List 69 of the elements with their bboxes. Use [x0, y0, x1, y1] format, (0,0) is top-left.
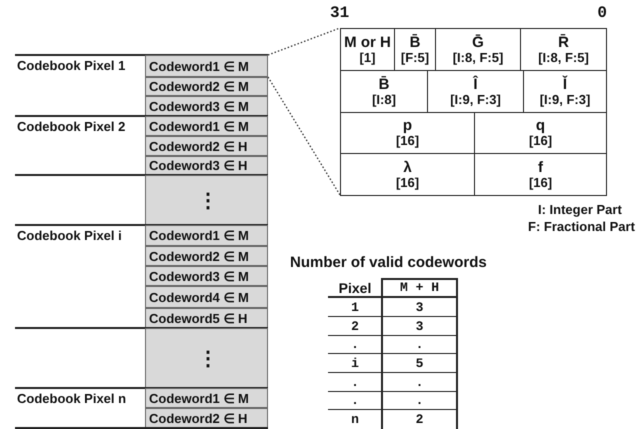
field-name: p: [402, 118, 412, 133]
field-width: [16]: [396, 133, 420, 148]
table-cell-text: 2: [414, 411, 424, 429]
legend-note: F: Fractional Part: [528, 219, 635, 234]
field-name: B̄: [378, 76, 390, 92]
table-cell: Codeword2 ∈ H: [145, 408, 268, 428]
table-title: Number of valid codewords: [290, 254, 487, 271]
field-width: [I:8]: [372, 92, 396, 106]
table-cell: 1: [328, 298, 382, 317]
register-layout-box: [340, 28, 606, 195]
bit-index: 31: [330, 4, 350, 22]
field-name: M or H: [344, 34, 391, 50]
field-name: Î: [473, 76, 478, 92]
field-name: Ḡ: [472, 34, 484, 50]
table-cell: Codeword2 ∈ M: [145, 246, 268, 266]
table-cell: Codeword3 ∈ M: [145, 266, 268, 286]
table-cell: Codeword4 ∈ M: [145, 286, 268, 308]
table-cell: i: [328, 354, 382, 373]
row-label: Codebook Pixel i: [17, 228, 122, 243]
field-name: f: [538, 160, 543, 174]
row-label: Codebook Pixel n: [17, 391, 126, 406]
table-cell: Codeword2 ∈ H: [145, 136, 268, 156]
table-cell: .: [328, 392, 382, 410]
row-label: Codebook Pixel 1: [17, 58, 126, 73]
table-cell-text: n: [350, 411, 360, 429]
table-cell: Codeword3 ∈ M: [145, 96, 268, 116]
column-header: M + H: [383, 278, 456, 298]
bit-field: [520, 28, 607, 71]
table-cell: 3: [383, 298, 456, 317]
table-cell: Codeword1 ∈ M: [145, 225, 268, 246]
table-cell: 2: [328, 317, 382, 336]
ellipsis-mark: ⋮: [145, 175, 268, 225]
table-cell: Codeword1 ∈ M: [145, 55, 268, 77]
bit-field: [474, 153, 607, 196]
field-name: R̄: [558, 34, 569, 50]
table-cell: .: [383, 336, 456, 354]
bit-index: 0: [597, 4, 607, 22]
bit-field: [340, 28, 395, 71]
table-cell: Codeword2 ∈ M: [145, 77, 268, 96]
row-label: Codebook Pixel 2: [17, 119, 126, 134]
table-cell: .: [383, 373, 456, 392]
field-width: [16]: [528, 133, 552, 148]
table-cell: Codeword1 ∈ M: [145, 116, 268, 136]
field-width: [F:5]: [400, 50, 430, 64]
bit-field: [340, 153, 475, 196]
field-width: [I:8, F:5]: [538, 50, 589, 64]
legend-note: I: Integer Part: [538, 202, 622, 217]
field-width: [I:8, F:5]: [452, 50, 504, 64]
zoom-line: [267, 76, 341, 196]
table-cell: .: [328, 373, 382, 392]
field-name: B̄: [410, 34, 420, 50]
table-cell: .: [328, 336, 382, 354]
field-width: [16]: [396, 174, 420, 190]
table-cell: Codeword5 ∈ H: [145, 308, 268, 328]
field-width: [16]: [528, 174, 552, 190]
table-cell: .: [383, 392, 456, 410]
ellipsis-mark: ⋮: [145, 328, 268, 388]
field-name: q: [536, 118, 546, 133]
field-name: Ǐ: [562, 76, 568, 92]
field-width: [I:9, F:3]: [450, 92, 501, 106]
table-cell: Codeword3 ∈ H: [145, 156, 268, 175]
field-name: λ: [403, 160, 412, 174]
table-cell: Codeword1 ∈ M: [145, 388, 268, 408]
field-width: [1]: [360, 50, 376, 64]
table-cell: 5: [383, 354, 456, 373]
table-cell: 3: [383, 317, 456, 336]
zoom-line: [268, 27, 340, 56]
column-header: Pixel: [328, 278, 382, 298]
field-width: [I:9, F:3]: [540, 92, 590, 106]
